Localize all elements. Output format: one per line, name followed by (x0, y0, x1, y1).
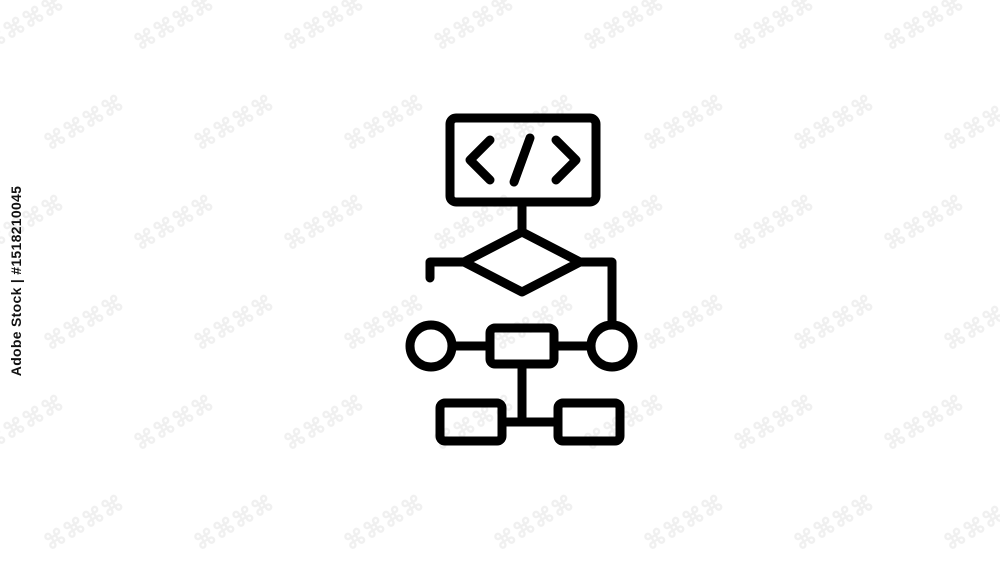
stock-id-watermark: Adobe Stock | #1518210045 (8, 185, 24, 377)
right-branch-line (575, 257, 617, 327)
left-branch-line (425, 257, 469, 283)
left-angle-bracket-icon (465, 135, 495, 185)
bottom-right-box-shape (553, 398, 625, 446)
left-node-circle (405, 320, 457, 372)
bottom-left-box-shape (435, 398, 507, 446)
slash-icon (509, 133, 535, 187)
right-node-circle (586, 320, 638, 372)
right-angle-bracket-icon (551, 135, 581, 185)
process-box-shape (485, 323, 559, 369)
decision-diamond-shape (459, 227, 585, 297)
